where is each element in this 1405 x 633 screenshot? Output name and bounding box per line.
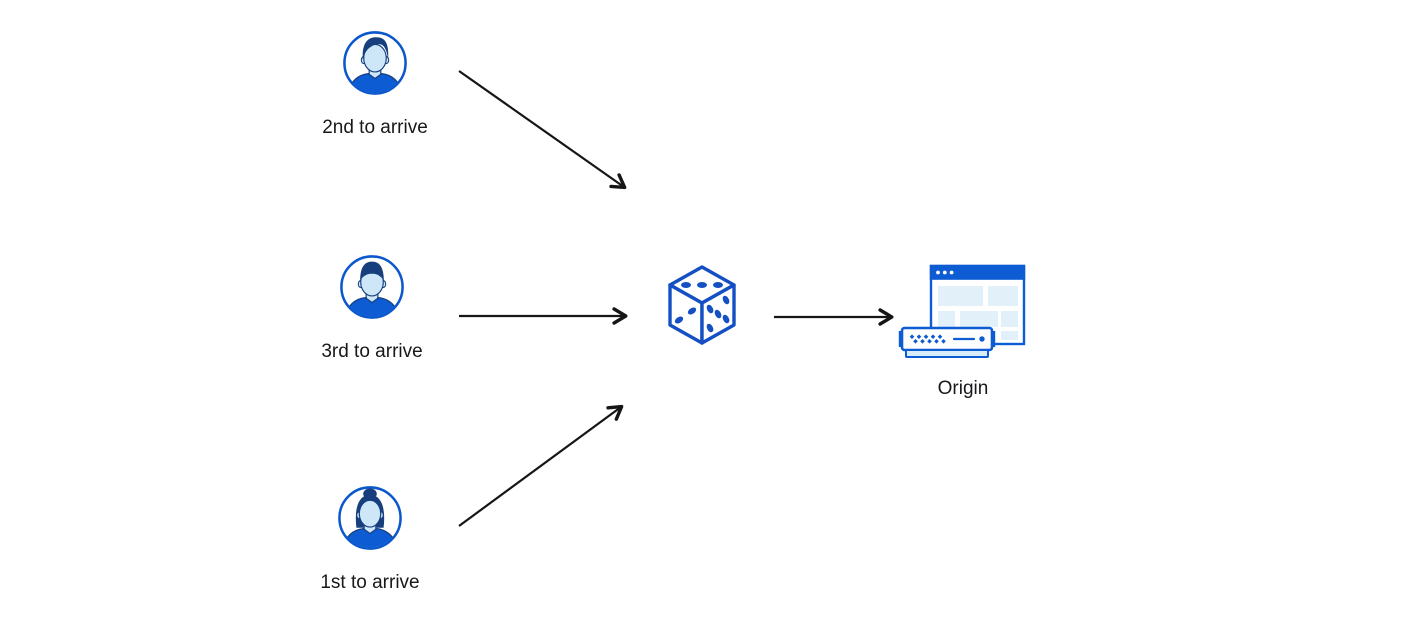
- client-node-2nd-to-arrive: 2nd to arrive: [265, 30, 485, 140]
- user-avatar-male-short-icon: [340, 255, 404, 319]
- server-icon: [898, 326, 996, 358]
- origin-label: Origin: [937, 378, 989, 399]
- user-avatar-male-swoop-icon: [343, 31, 407, 95]
- client-node-3rd-to-arrive: 3rd to arrive: [262, 254, 482, 364]
- client-label: 1st to arrive: [320, 572, 420, 593]
- client-label: 3rd to arrive: [321, 341, 423, 362]
- origin-node: Origin: [853, 262, 1073, 401]
- origin-icon: [898, 264, 1026, 358]
- client-label: 2nd to arrive: [322, 117, 428, 138]
- arrow-client1-to-dice: [458, 404, 624, 527]
- client-node-1st-to-arrive: 1st to arrive: [260, 485, 480, 595]
- dice-icon: [668, 265, 736, 345]
- user-avatar-female-bun-icon: [338, 486, 402, 550]
